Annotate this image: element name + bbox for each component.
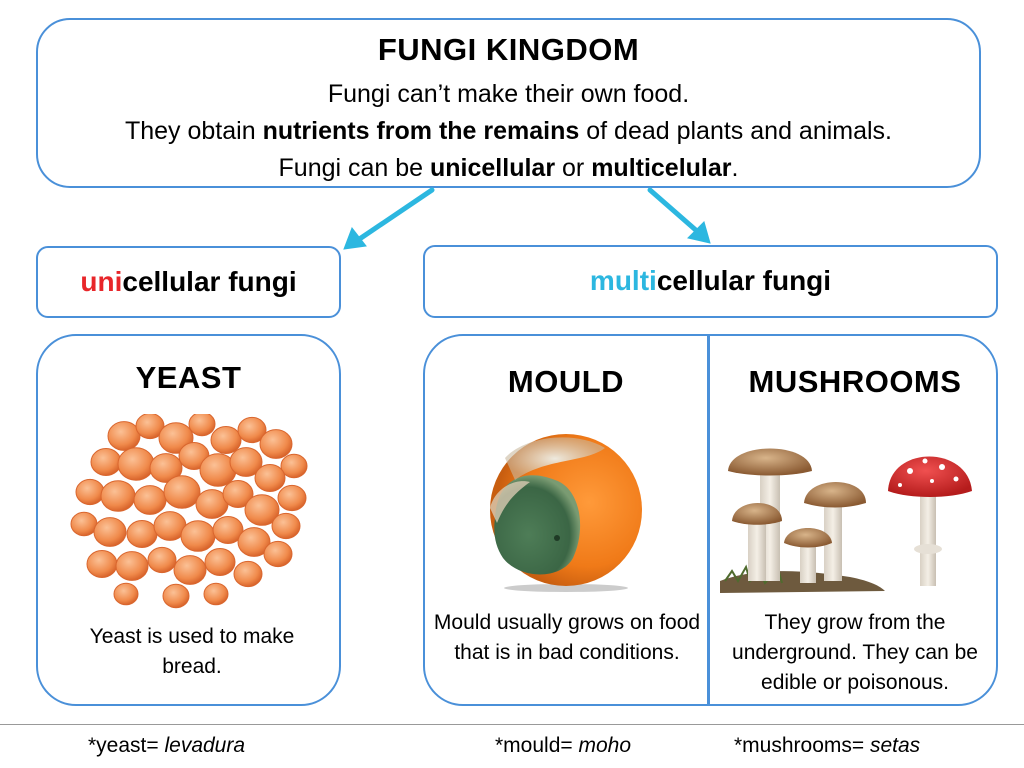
yeast-cell (149, 453, 183, 483)
footnote-yeast: *yeast= levadura (88, 734, 245, 758)
yeast-cell (210, 426, 242, 454)
yeast-cell (162, 583, 190, 609)
label-rest: cellular fungi (122, 266, 297, 297)
yeast-cell (70, 511, 98, 537)
multicellular-header: multicellular fungi (423, 245, 998, 318)
text-span: Fungi can be (278, 154, 431, 182)
yeast-cell (280, 453, 308, 479)
yeast-cell (237, 416, 267, 444)
unicellular-label: unicellular fungi (38, 266, 339, 298)
unicellular-header: unicellular fungi (36, 246, 341, 318)
yeast-cell (126, 520, 158, 548)
arrow-to-unicellular (355, 187, 435, 243)
yeast-cells-icon (70, 414, 308, 609)
yeast-cell (163, 475, 201, 509)
arrowhead-multicellular (687, 221, 711, 244)
footnote-term: *mould= (495, 734, 579, 757)
mouldy-orange-icon (490, 434, 642, 592)
yeast-cell (86, 550, 118, 578)
footnote-mushrooms: *mushrooms= setas (734, 734, 920, 758)
yeast-cell (107, 421, 141, 451)
kingdom-summary-box: FUNGI KINGDOM Fungi can’t make their own… (36, 18, 981, 188)
yeast-cell (180, 520, 216, 552)
bold-text-unicellular: unicellular (430, 154, 556, 182)
yeast-description: Yeast is used to make bread. (89, 625, 295, 678)
label-rest: cellular fungi (656, 265, 832, 296)
yeast-cell (212, 516, 244, 544)
yeast-cell (229, 447, 263, 477)
yeast-cell (117, 447, 155, 481)
mushrooms-icon (720, 448, 972, 593)
bold-text-nutrients: nutrients from the remains (262, 117, 580, 145)
text-span: of dead plants and animals. (579, 117, 893, 145)
arrowhead-unicellular (343, 226, 367, 250)
yeast-cell (222, 480, 254, 508)
panel-divider (707, 336, 710, 704)
yeast-cell (254, 464, 286, 492)
yeast-cell (271, 512, 301, 540)
footnote-translation: moho (578, 734, 631, 757)
text-span: . (731, 154, 739, 182)
yeast-title: YEAST (135, 360, 242, 395)
yeast-cell (100, 480, 136, 512)
mould-title: MOULD (507, 364, 625, 399)
yeast-cell (115, 551, 149, 581)
yeast-panel: YEAST Yeast is used to make bread. (36, 334, 341, 706)
multicellular-panel: MOULD Mould usually grows on food that (423, 334, 998, 706)
footnote-translation: levadura (164, 734, 246, 757)
uni-prefix: uni (80, 266, 123, 297)
footnote-term: *mushrooms= (734, 734, 870, 757)
summary-line-cell-types: Fungi can be unicellular or multicelular… (38, 154, 979, 183)
yeast-cell (259, 429, 293, 459)
page-title: FUNGI KINGDOM (377, 32, 640, 67)
yeast-cell (277, 484, 307, 512)
yeast-cell (203, 582, 229, 606)
footnote-mould: *mould= moho (495, 734, 631, 758)
yeast-cell (133, 485, 167, 515)
yeast-cell (90, 448, 122, 476)
multi-prefix: multi (589, 265, 657, 296)
text-span: They obtain (124, 117, 263, 145)
mushrooms-description: They grow from the underground. They can… (732, 611, 978, 694)
summary-line-food: Fungi can’t make their own food. (327, 80, 690, 108)
mould-description: Mould usually grows on food that is in b… (433, 611, 701, 664)
yeast-cell (233, 560, 263, 588)
bold-text-multicelular: multicelular (591, 154, 732, 182)
yeast-cell (75, 478, 105, 506)
yeast-cell (204, 548, 236, 576)
footnote-translation: setas (869, 734, 921, 757)
yeast-cell (173, 555, 207, 585)
mushrooms-title: MUSHROOMS (748, 364, 962, 399)
yeast-cell (147, 546, 177, 574)
text-span: or (555, 154, 592, 182)
yeast-cell (188, 414, 216, 437)
yeast-cell (237, 527, 271, 557)
yeast-cell (113, 582, 139, 606)
summary-line-nutrients: They obtain nutrients from the remains o… (38, 117, 979, 146)
yeast-cell (135, 414, 165, 440)
footnote-term: *yeast= (88, 734, 165, 757)
footer-divider (0, 724, 1024, 725)
multicellular-label: multicellular fungi (425, 265, 996, 297)
yeast-cell (93, 517, 127, 547)
yeast-cell (263, 540, 293, 568)
arrow-to-multicellular (647, 187, 701, 235)
yeast-cell (244, 494, 280, 526)
